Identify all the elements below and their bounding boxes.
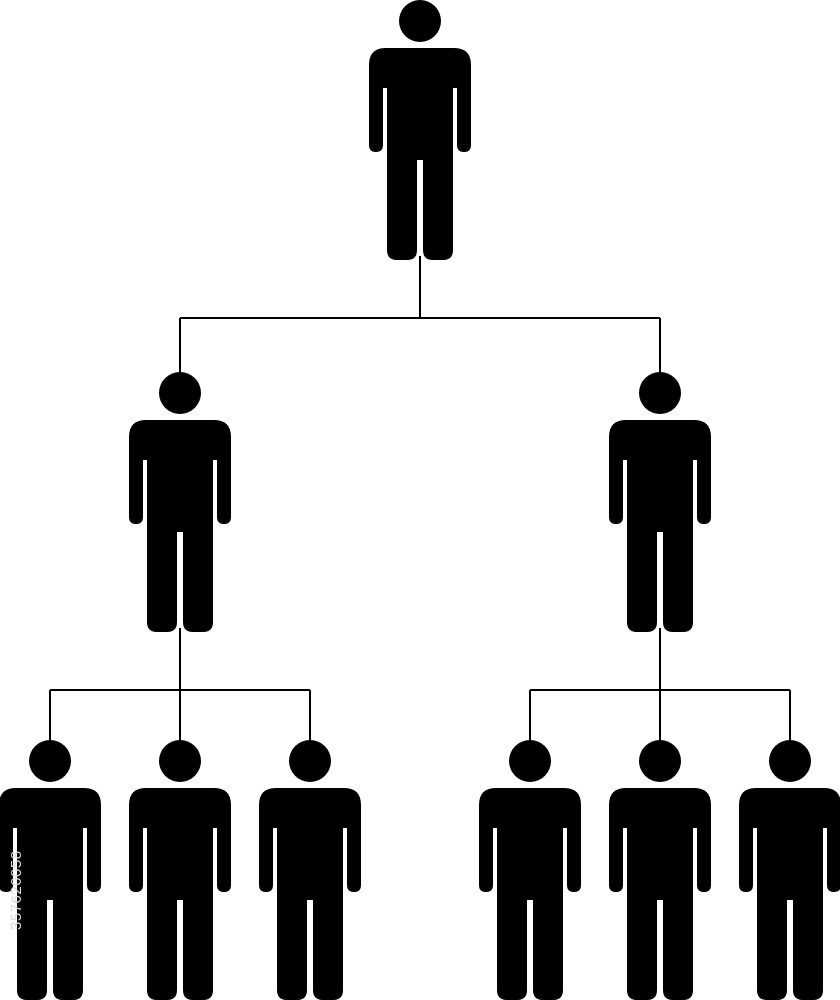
- person-icon: [609, 740, 711, 1000]
- person-body: [259, 788, 361, 1000]
- person-head: [769, 740, 811, 782]
- stock-id-watermark: 357620058: [8, 850, 25, 930]
- person-body: [369, 48, 471, 260]
- person-icon: [0, 740, 101, 1000]
- person-icon: [129, 740, 231, 1000]
- person-body: [609, 788, 711, 1000]
- person-body: [129, 420, 231, 632]
- person-body: [739, 788, 840, 1000]
- person-body: [609, 420, 711, 632]
- person-icon: [479, 740, 581, 1000]
- person-head: [399, 0, 441, 42]
- person-head: [639, 372, 681, 414]
- person-head: [159, 372, 201, 414]
- person-icon: [259, 740, 361, 1000]
- person-icon: [609, 372, 711, 632]
- person-head: [289, 740, 331, 782]
- person-head: [159, 740, 201, 782]
- person-head: [29, 740, 71, 782]
- person-body: [129, 788, 231, 1000]
- connector-lines: [49, 256, 791, 744]
- person-body: [479, 788, 581, 1000]
- person-head: [509, 740, 551, 782]
- person-body: [0, 788, 101, 1000]
- person-head: [639, 740, 681, 782]
- person-icon: [739, 740, 840, 1000]
- person-icon: [129, 372, 231, 632]
- person-icon: [369, 0, 471, 260]
